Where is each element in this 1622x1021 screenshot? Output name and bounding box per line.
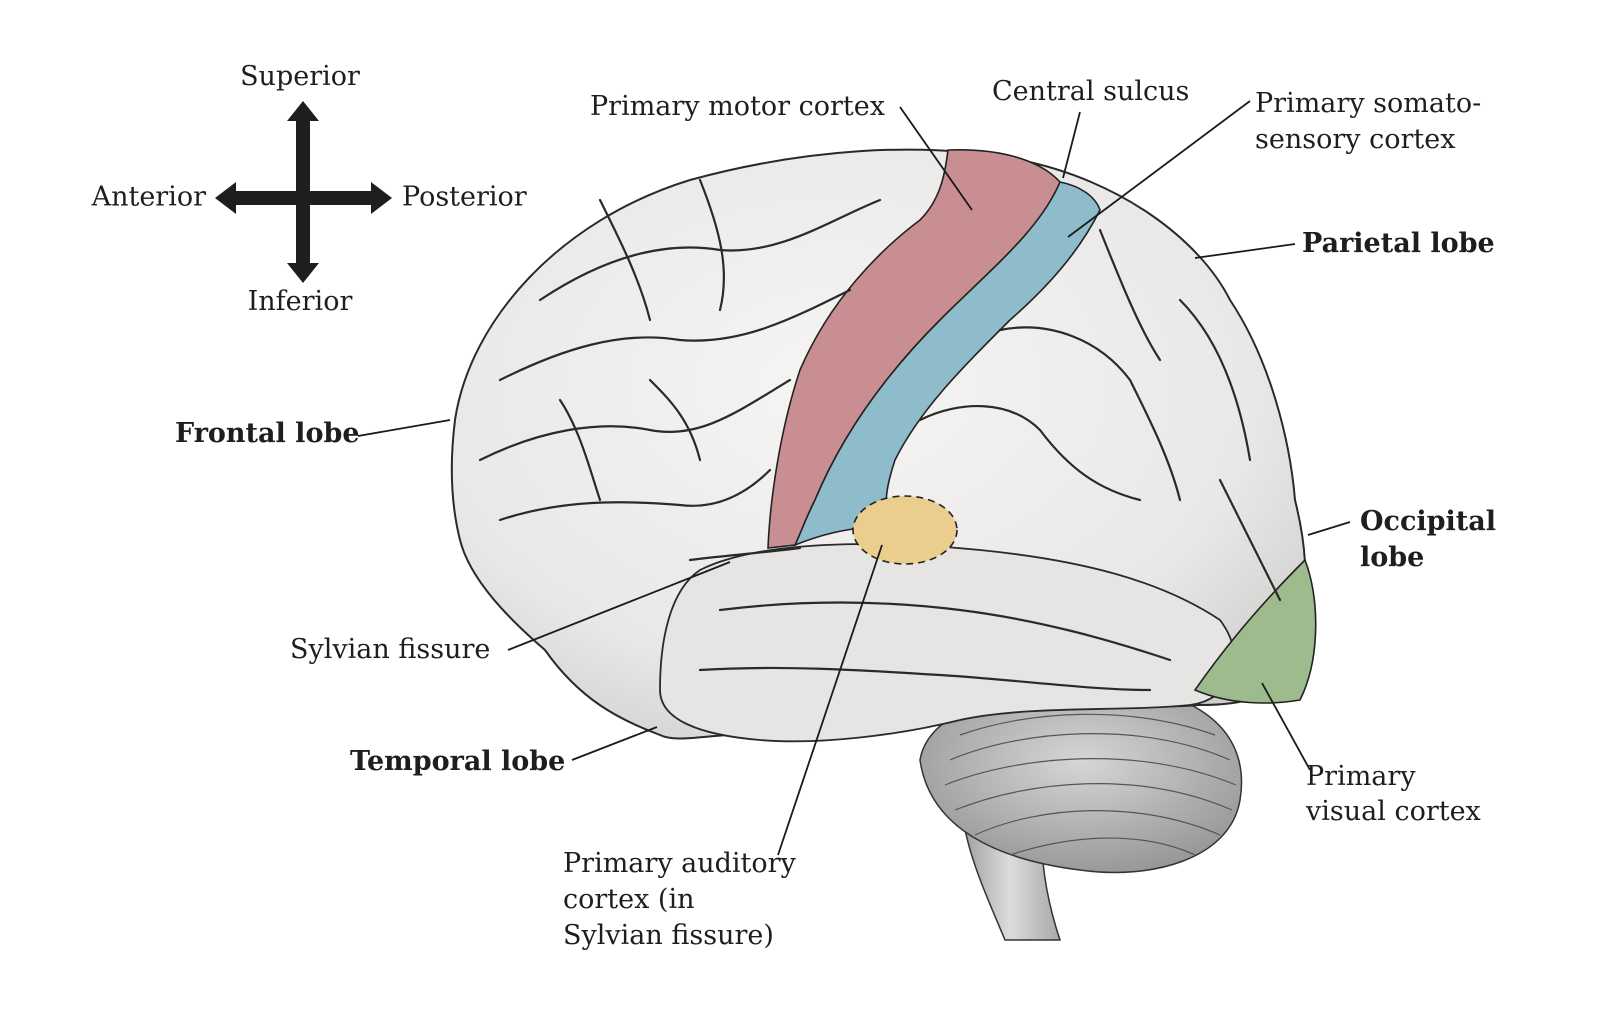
label-visual-line2: visual cortex [1305,796,1481,827]
label-inferior: Inferior [248,286,353,317]
leader-lines [357,100,1351,856]
orientation-compass: Superior Inferior Anterior Posterior [91,61,527,317]
label-parietal-lobe: Parietal lobe [1302,228,1495,259]
primary-visual-cortex-region [1193,558,1317,704]
leader-frontal-lobe [357,419,451,437]
leader-occipital-lobe [1307,521,1351,536]
label-auditory-line2: cortex (in [563,884,694,915]
leader-motor-cortex [899,106,973,211]
primary-auditory-cortex-region [852,495,958,565]
label-temporal-lobe: Temporal lobe [350,746,565,777]
leader-sylvian-fissure [507,561,731,651]
arrow-up-icon [287,101,319,121]
leader-somatosensory [1067,100,1251,238]
label-occipital-line1: Occipital [1360,506,1496,537]
arrow-down-icon [287,263,319,283]
leader-temporal-lobe [571,726,658,761]
temporal-lobe-surface [659,543,1236,743]
label-auditory-line1: Primary auditory [563,848,797,879]
label-superior: Superior [240,61,360,92]
label-somatosensory-line2: sensory cortex [1255,124,1455,155]
arrow-left-icon [215,182,236,214]
cortical-sulci [478,178,1282,692]
label-sylvian-fissure: Sylvian fissure [290,634,490,665]
label-auditory-line3: Sylvian fissure) [563,920,774,951]
label-anterior: Anterior [91,182,207,213]
label-primary-motor-cortex: Primary motor cortex [590,91,885,122]
leader-central-sulcus [1062,111,1081,179]
arrow-right-icon [371,182,392,214]
cerebellum-folia [944,713,1237,856]
leader-auditory-cortex [777,544,883,856]
leader-visual-cortex [1261,682,1311,771]
label-occipital-line2: lobe [1360,542,1424,573]
label-frontal-lobe: Frontal lobe [175,418,360,449]
label-posterior: Posterior [402,182,527,213]
labels: Primary motor cortex Central sulcus Prim… [175,76,1496,951]
compass-horizontal-bar [229,191,379,205]
label-central-sulcus: Central sulcus [992,76,1189,107]
leader-parietal-lobe [1194,243,1296,259]
label-visual-line1: Primary [1306,761,1416,792]
label-somatosensory-line1: Primary somato- [1255,88,1481,119]
